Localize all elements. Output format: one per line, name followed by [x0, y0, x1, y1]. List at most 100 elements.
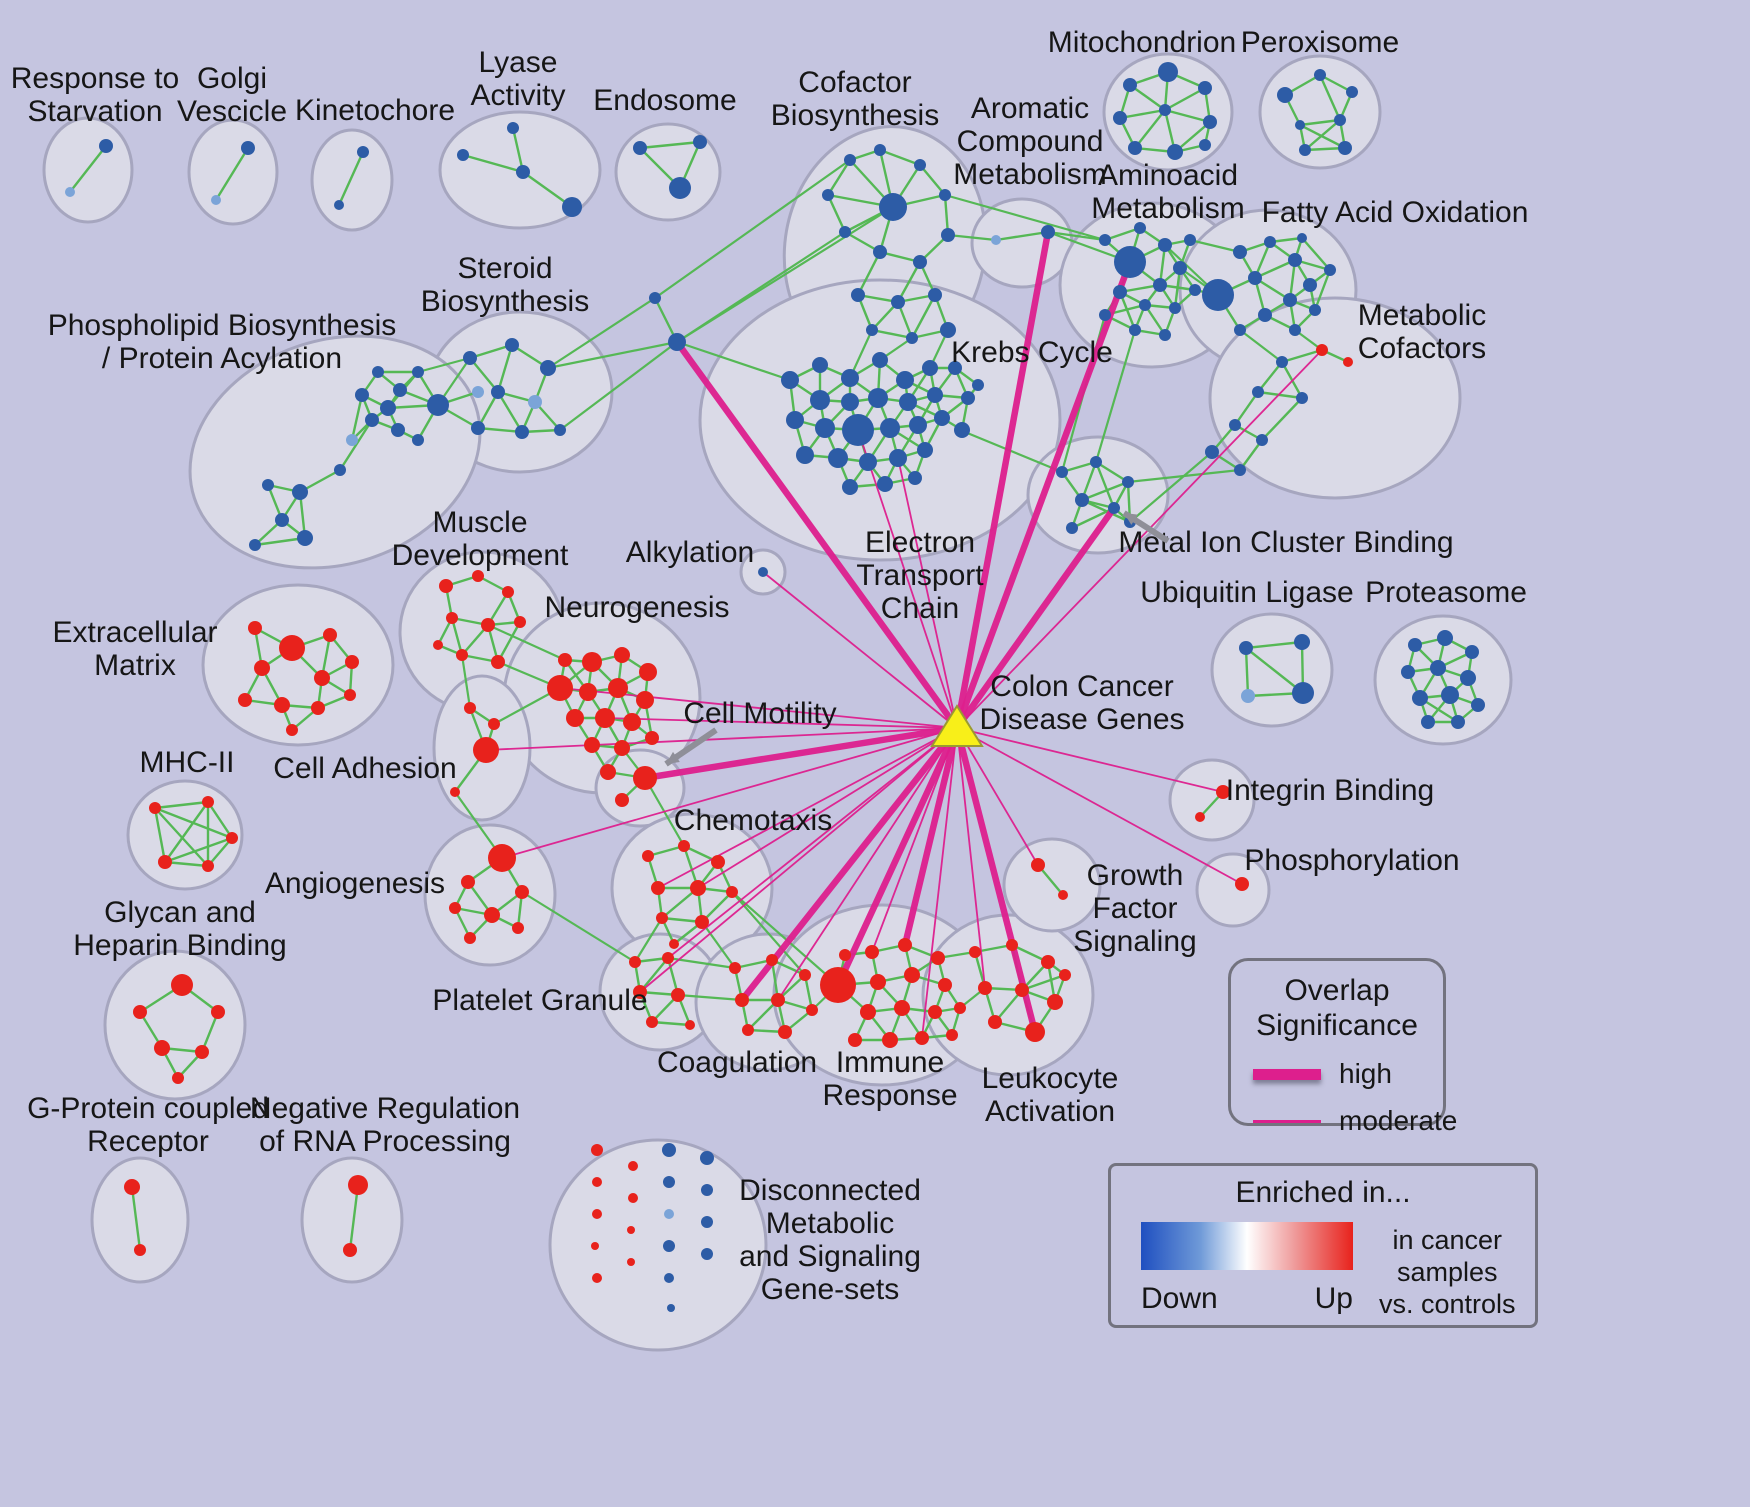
gene-set-node — [591, 1242, 599, 1250]
gene-set-node — [1316, 344, 1328, 356]
similarity-edge — [164, 836, 233, 864]
similarity-edge — [910, 294, 937, 339]
gene-set-node — [1299, 144, 1311, 156]
gene-set-node — [1297, 233, 1307, 243]
gene-set-node — [839, 226, 851, 238]
inter-cluster-edge — [547, 297, 656, 369]
gene-set-node — [1295, 120, 1305, 130]
gene-set-node — [627, 1258, 635, 1266]
gene-set-node — [357, 146, 369, 158]
gene-set-node — [627, 1226, 635, 1234]
enrichment-note: in cancer samples vs. controls — [1379, 1225, 1516, 1319]
gene-set-node — [473, 737, 499, 763]
overlap-edge-moderate — [697, 727, 958, 889]
gene-set-node — [667, 1304, 675, 1312]
gene-set-node — [579, 683, 597, 701]
gene-set-node — [1199, 139, 1211, 151]
gene-set-node — [1241, 689, 1255, 703]
similarity-edge — [826, 194, 847, 233]
overlap-edge-high — [953, 231, 1052, 729]
gene-set-node — [954, 1002, 966, 1014]
cluster-label-phosphorylation: Phosphorylation — [1244, 844, 1459, 877]
gene-set-node — [461, 875, 475, 889]
gene-set-node — [991, 235, 1001, 245]
similarity-edge — [1281, 348, 1323, 364]
nodes-layer — [65, 62, 1485, 1312]
gene-set-node — [202, 860, 214, 872]
similarity-edge — [496, 391, 524, 433]
enriched-in-legend: Enriched in... Down Up in cancer samples… — [1108, 1163, 1538, 1328]
gene-set-node — [238, 693, 252, 707]
gene-set-node — [628, 1161, 638, 1171]
gene-set-node — [562, 197, 582, 217]
gene-set-node — [292, 484, 308, 500]
similarity-edge — [871, 328, 913, 340]
gene-set-node — [171, 974, 193, 996]
gene-set-node — [693, 135, 707, 149]
similarity-edge — [469, 357, 499, 393]
gene-set-node — [323, 628, 337, 642]
gene-set-node — [928, 288, 942, 302]
overlap-edge-moderate — [921, 727, 958, 1039]
gene-set-node — [690, 880, 706, 896]
gene-set-node — [65, 187, 75, 197]
cluster-label-platelet-granule: Platelet Granule — [432, 984, 647, 1017]
gene-set-node — [1184, 234, 1196, 246]
gene-set-node — [766, 954, 778, 966]
overlap-legend-title-line1: Overlap — [1284, 974, 1390, 1007]
gene-set-node — [1139, 299, 1151, 311]
overlap-edge-moderate — [956, 727, 986, 989]
gene-set-node — [841, 369, 859, 387]
gene-set-node — [1173, 261, 1187, 275]
gene-set-node — [591, 1144, 603, 1156]
similarity-edge — [214, 147, 250, 201]
gene-set-node — [472, 570, 484, 582]
gene-set-node — [1294, 634, 1310, 650]
gene-set-node — [842, 414, 874, 446]
cluster-ellipse-extracellular-matrix — [201, 583, 395, 747]
similarity-edge — [477, 426, 523, 434]
gene-set-node — [348, 1175, 368, 1195]
gene-set-node — [729, 962, 741, 974]
gene-set-node — [297, 530, 313, 546]
pointer-arrowhead — [1124, 513, 1138, 525]
cluster-label-cell-motility: Cell Motility — [683, 697, 836, 730]
gene-set-node — [1066, 522, 1078, 534]
similarity-edge — [1318, 74, 1342, 121]
gene-set-node — [433, 640, 443, 650]
gene-set-node — [195, 1045, 209, 1059]
similarity-edge — [1257, 390, 1303, 400]
overlap-edge-high — [674, 340, 960, 730]
gene-set-node — [1058, 890, 1068, 900]
overlap-edge-moderate — [485, 727, 958, 751]
moderate-significance-swatch — [1253, 1119, 1321, 1123]
overlap-edge-moderate — [956, 727, 1039, 866]
gene-set-node — [868, 388, 888, 408]
gene-set-node — [822, 189, 834, 201]
similarity-edge — [896, 261, 922, 303]
cluster-label-coagulation: Coagulation — [657, 1046, 817, 1079]
gene-set-node — [914, 159, 926, 171]
overlap-edge-high — [835, 726, 960, 987]
gene-set-node — [1031, 858, 1045, 872]
up-label: Up — [1314, 1282, 1353, 1315]
gene-set-node — [663, 1176, 675, 1188]
gene-set-node — [158, 855, 172, 869]
gene-set-node — [515, 885, 529, 899]
inter-cluster-edge — [676, 206, 894, 343]
gene-set-node — [99, 139, 113, 153]
gene-set-node — [1056, 466, 1068, 478]
similarity-edge — [651, 1020, 691, 1027]
gene-set-node — [471, 421, 485, 435]
gene-set-node — [311, 701, 325, 715]
similarity-edge — [1301, 237, 1331, 271]
gene-set-node — [275, 513, 289, 527]
gene-set-node — [954, 422, 970, 438]
gene-set-node — [1324, 264, 1336, 276]
gene-set-node — [961, 391, 975, 405]
gene-set-node — [1346, 86, 1358, 98]
